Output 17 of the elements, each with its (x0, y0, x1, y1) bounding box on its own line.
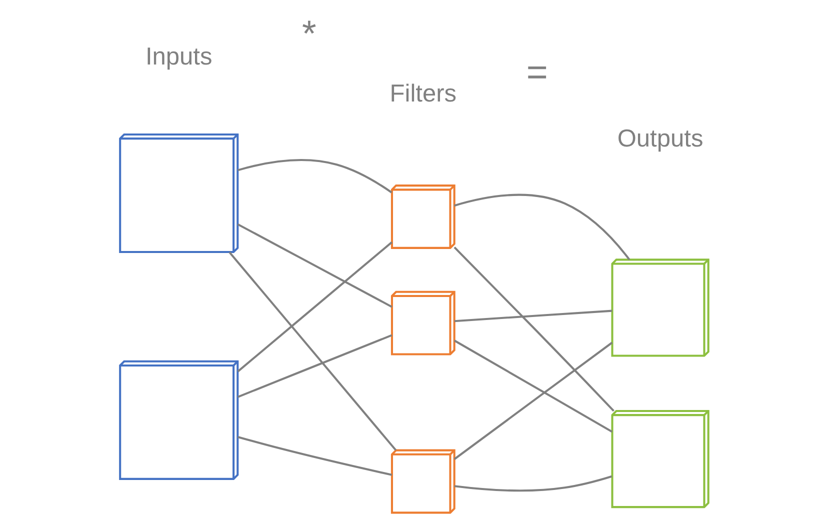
connector (454, 194, 630, 260)
connector (454, 310, 612, 322)
connector (238, 159, 392, 194)
connector (238, 334, 392, 398)
connector (228, 252, 397, 451)
connector (454, 340, 613, 433)
label: = (526, 52, 548, 93)
label: Inputs (145, 44, 212, 71)
connector (454, 246, 614, 412)
label: Outputs (617, 125, 704, 152)
connector (237, 241, 393, 372)
connector (237, 223, 392, 308)
connector (454, 342, 613, 460)
label: * (302, 12, 316, 54)
connector (454, 475, 612, 492)
connector (238, 436, 392, 476)
label: Filters (390, 80, 457, 108)
